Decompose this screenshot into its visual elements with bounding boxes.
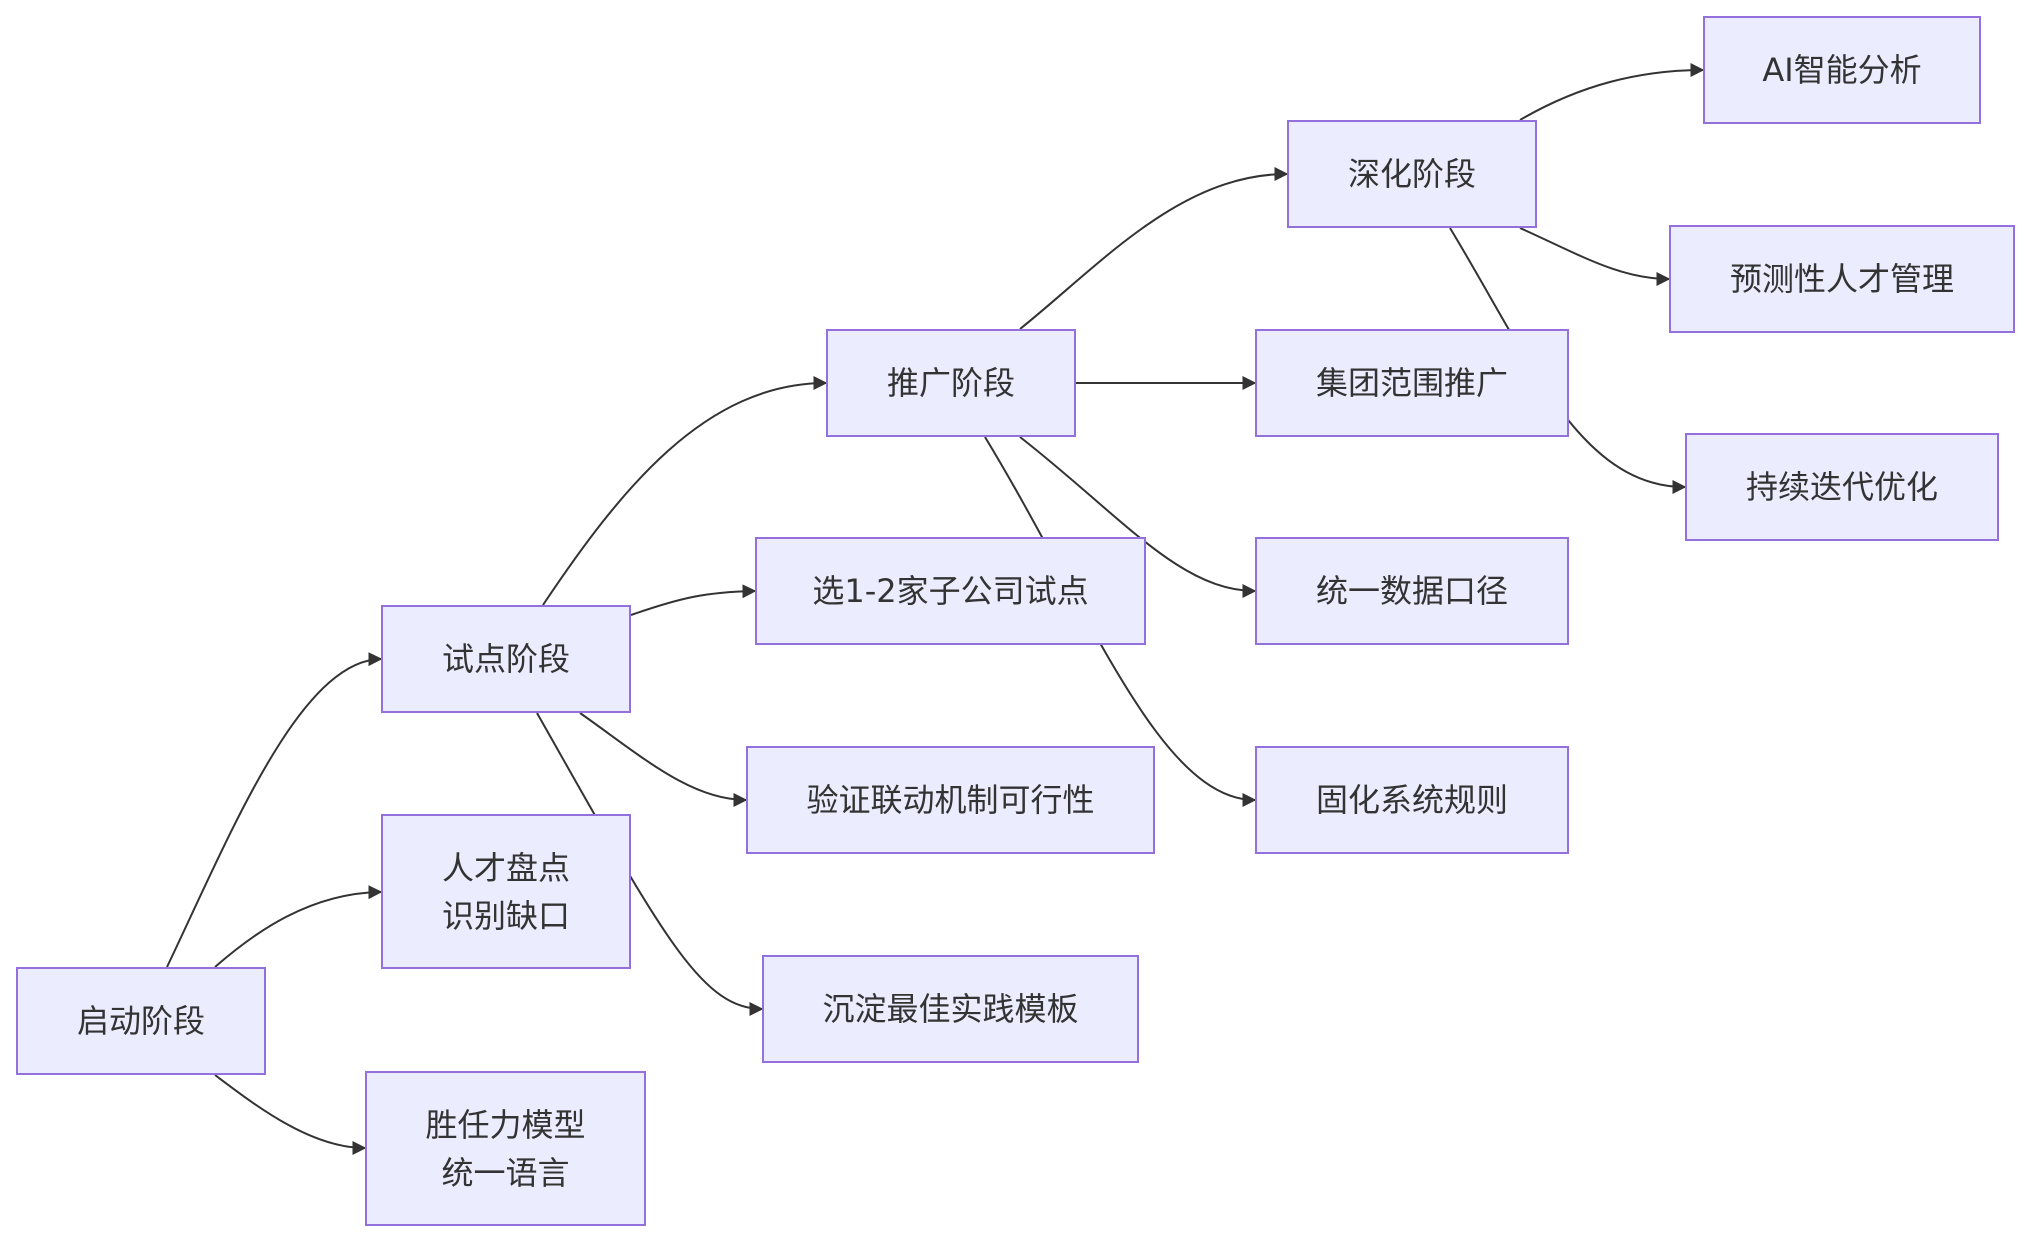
node-deepen: 深化阶段: [1287, 120, 1537, 228]
edge-pilot-to-verify: [579, 712, 748, 807]
node-label: 持续迭代优化: [1745, 468, 1938, 506]
node-start: 启动阶段: [16, 967, 266, 1075]
node-label: 预测性人才管理: [1729, 260, 1954, 298]
edge-promote-to-unify: [1019, 436, 1257, 598]
node-label: 推广阶段: [886, 364, 1015, 402]
node-competency: 胜任力模型 统一语言: [365, 1071, 646, 1226]
node-label: 固化系统规则: [1315, 781, 1508, 819]
node-label: 统一语言: [441, 1153, 570, 1192]
node-precipitate: 沉淀最佳实践模板: [762, 955, 1139, 1063]
node-label: 启动阶段: [76, 1002, 205, 1040]
node-label: 胜任力模型: [425, 1105, 586, 1144]
node-ai: AI智能分析: [1703, 16, 1981, 124]
node-label: 人才盘点: [441, 848, 570, 887]
edge-pilot-to-select: [630, 584, 757, 616]
node-label: 深化阶段: [1347, 155, 1476, 193]
node-label: 试点阶段: [441, 640, 570, 678]
node-pilot: 试点阶段: [381, 605, 631, 713]
edge-start-to-competency: [214, 1074, 367, 1155]
node-select: 选1-2家子公司试点: [755, 537, 1146, 645]
node-promote: 推广阶段: [826, 329, 1076, 437]
node-label: 识别缺口: [441, 896, 570, 935]
edge-start-to-talent: [214, 885, 383, 968]
edge-promote-to-deepen: [1019, 167, 1289, 330]
node-talent: 人才盘点 识别缺口: [381, 814, 631, 969]
node-label: 集团范围推广: [1315, 364, 1508, 402]
edge-pilot-to-precipitate: [536, 712, 764, 1016]
node-predict: 预测性人才管理: [1669, 225, 2015, 333]
edge-pilot-to-promote: [542, 376, 828, 606]
node-label: 选1-2家子公司试点: [812, 572, 1089, 610]
edge-promote-to-solidify: [984, 436, 1257, 807]
node-solidify: 固化系统规则: [1255, 746, 1569, 854]
node-label: AI智能分析: [1762, 51, 1922, 89]
node-group: 集团范围推广: [1255, 329, 1569, 437]
node-verify: 验证联动机制可行性: [746, 746, 1155, 854]
node-label: 沉淀最佳实践模板: [822, 990, 1079, 1028]
edge-deepen-to-predict: [1519, 227, 1671, 286]
node-unify: 统一数据口径: [1255, 537, 1569, 645]
edge-deepen-to-ai: [1519, 63, 1705, 121]
node-iterate: 持续迭代优化: [1685, 433, 1999, 541]
edge-start-to-pilot: [166, 652, 383, 968]
node-label: 验证联动机制可行性: [806, 781, 1095, 819]
node-label: 统一数据口径: [1315, 572, 1508, 610]
